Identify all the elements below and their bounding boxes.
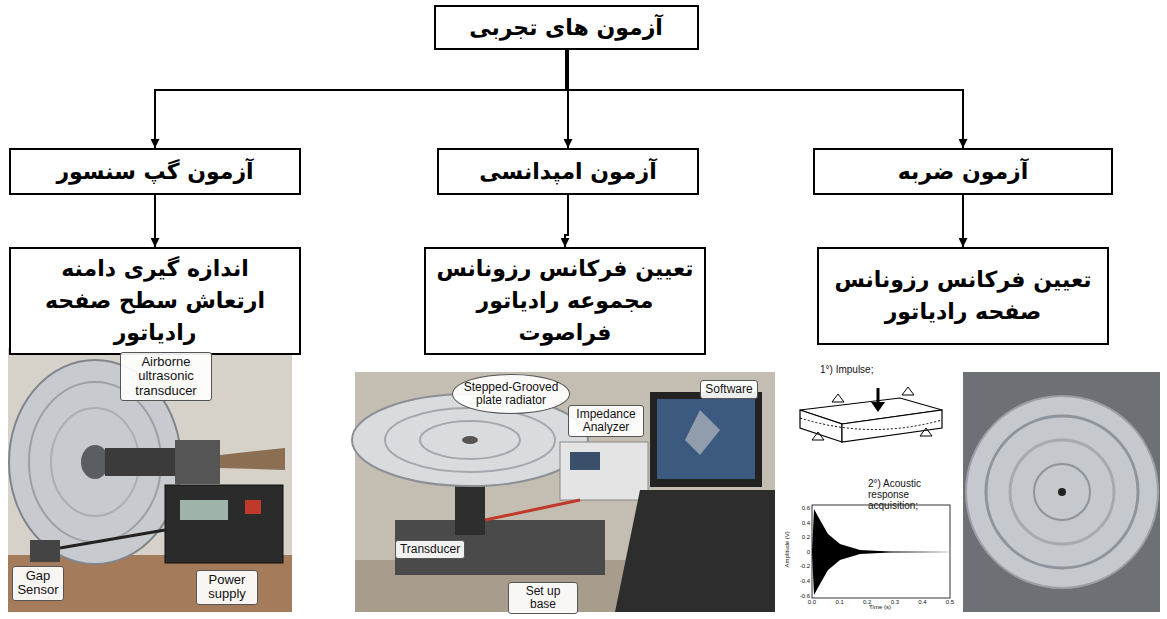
- tick-label: -0.6: [790, 593, 810, 600]
- purpose-box: تعیین فرکانس رزونانس صفحه رادیاتور: [817, 247, 1109, 345]
- tree-connector: [566, 50, 963, 148]
- callout-label: Gap Sensor: [12, 566, 64, 601]
- callout-label: Software: [700, 380, 758, 399]
- tick-label: -0.4: [790, 578, 810, 585]
- impulse-schematic: [778, 360, 960, 612]
- impedance-photo: [352, 372, 775, 612]
- tick-label: 0.6: [790, 505, 810, 512]
- callout-label: Stepped-Grooved plate radiator: [452, 374, 570, 414]
- callout-label: Amplitude (V): [784, 519, 791, 579]
- callout-label: Set up base: [508, 582, 578, 614]
- tree-connector: [962, 195, 964, 247]
- callout-label: Airborne ultrasonic transducer: [120, 352, 212, 401]
- tick-label: -0.2: [790, 563, 810, 570]
- tree-connector: [155, 50, 566, 148]
- test-box: آزمون امپدانسی: [437, 148, 699, 195]
- tree-connector: [154, 195, 156, 247]
- box-text: تعیین فرکانس رزونانس مجموعه رادیاتور فرا…: [436, 253, 694, 349]
- tick-label: 0.5: [940, 599, 960, 606]
- tree-connector: [567, 50, 569, 148]
- test-box: آزمون ضربه: [813, 148, 1113, 195]
- purpose-box: تعیین فرکانس رزونانس مجموعه رادیاتور فرا…: [424, 247, 706, 355]
- box-text: آزمون ضربه: [898, 156, 1029, 188]
- purpose-box: اندازه گیری دامنه ارتعاش سطح صفحه رادیات…: [9, 247, 301, 355]
- tick-label: 0.4: [912, 599, 932, 606]
- box-text: آزمون امپدانسی: [479, 156, 656, 188]
- callout-label: 1°) Impulse;: [820, 364, 890, 375]
- callout-label: 2°) Acoustic response acquisition;: [868, 478, 958, 511]
- box-text: اندازه گیری دامنه ارتعاش سطح صفحه رادیات…: [21, 253, 289, 349]
- tick-label: 0.4: [790, 520, 810, 527]
- gap-sensor-photo: [8, 348, 292, 612]
- test-box: آزمون گپ سنسور: [9, 148, 301, 195]
- callout-label: Power supply: [196, 570, 258, 605]
- box-text: آزمون گپ سنسور: [56, 156, 253, 188]
- callout-label: Impedance Analyzer: [568, 405, 644, 437]
- tree-connector: [565, 195, 568, 247]
- callout-label: Transducer: [395, 540, 465, 559]
- tick-label: 0.2: [790, 534, 810, 541]
- tick-label: 0.2: [857, 599, 877, 606]
- tick-label: 0.1: [830, 599, 850, 606]
- tick-label: 0: [790, 549, 810, 556]
- box-text: آزمون های تجربی: [469, 12, 663, 44]
- box-text: تعیین فرکانس رزونانس صفحه رادیاتور: [829, 264, 1097, 328]
- radiator-plate-photo: [963, 372, 1160, 612]
- tick-label: 0.3: [885, 599, 905, 606]
- root-box: آزمون های تجربی: [434, 5, 699, 50]
- tick-label: 0.0: [802, 599, 822, 606]
